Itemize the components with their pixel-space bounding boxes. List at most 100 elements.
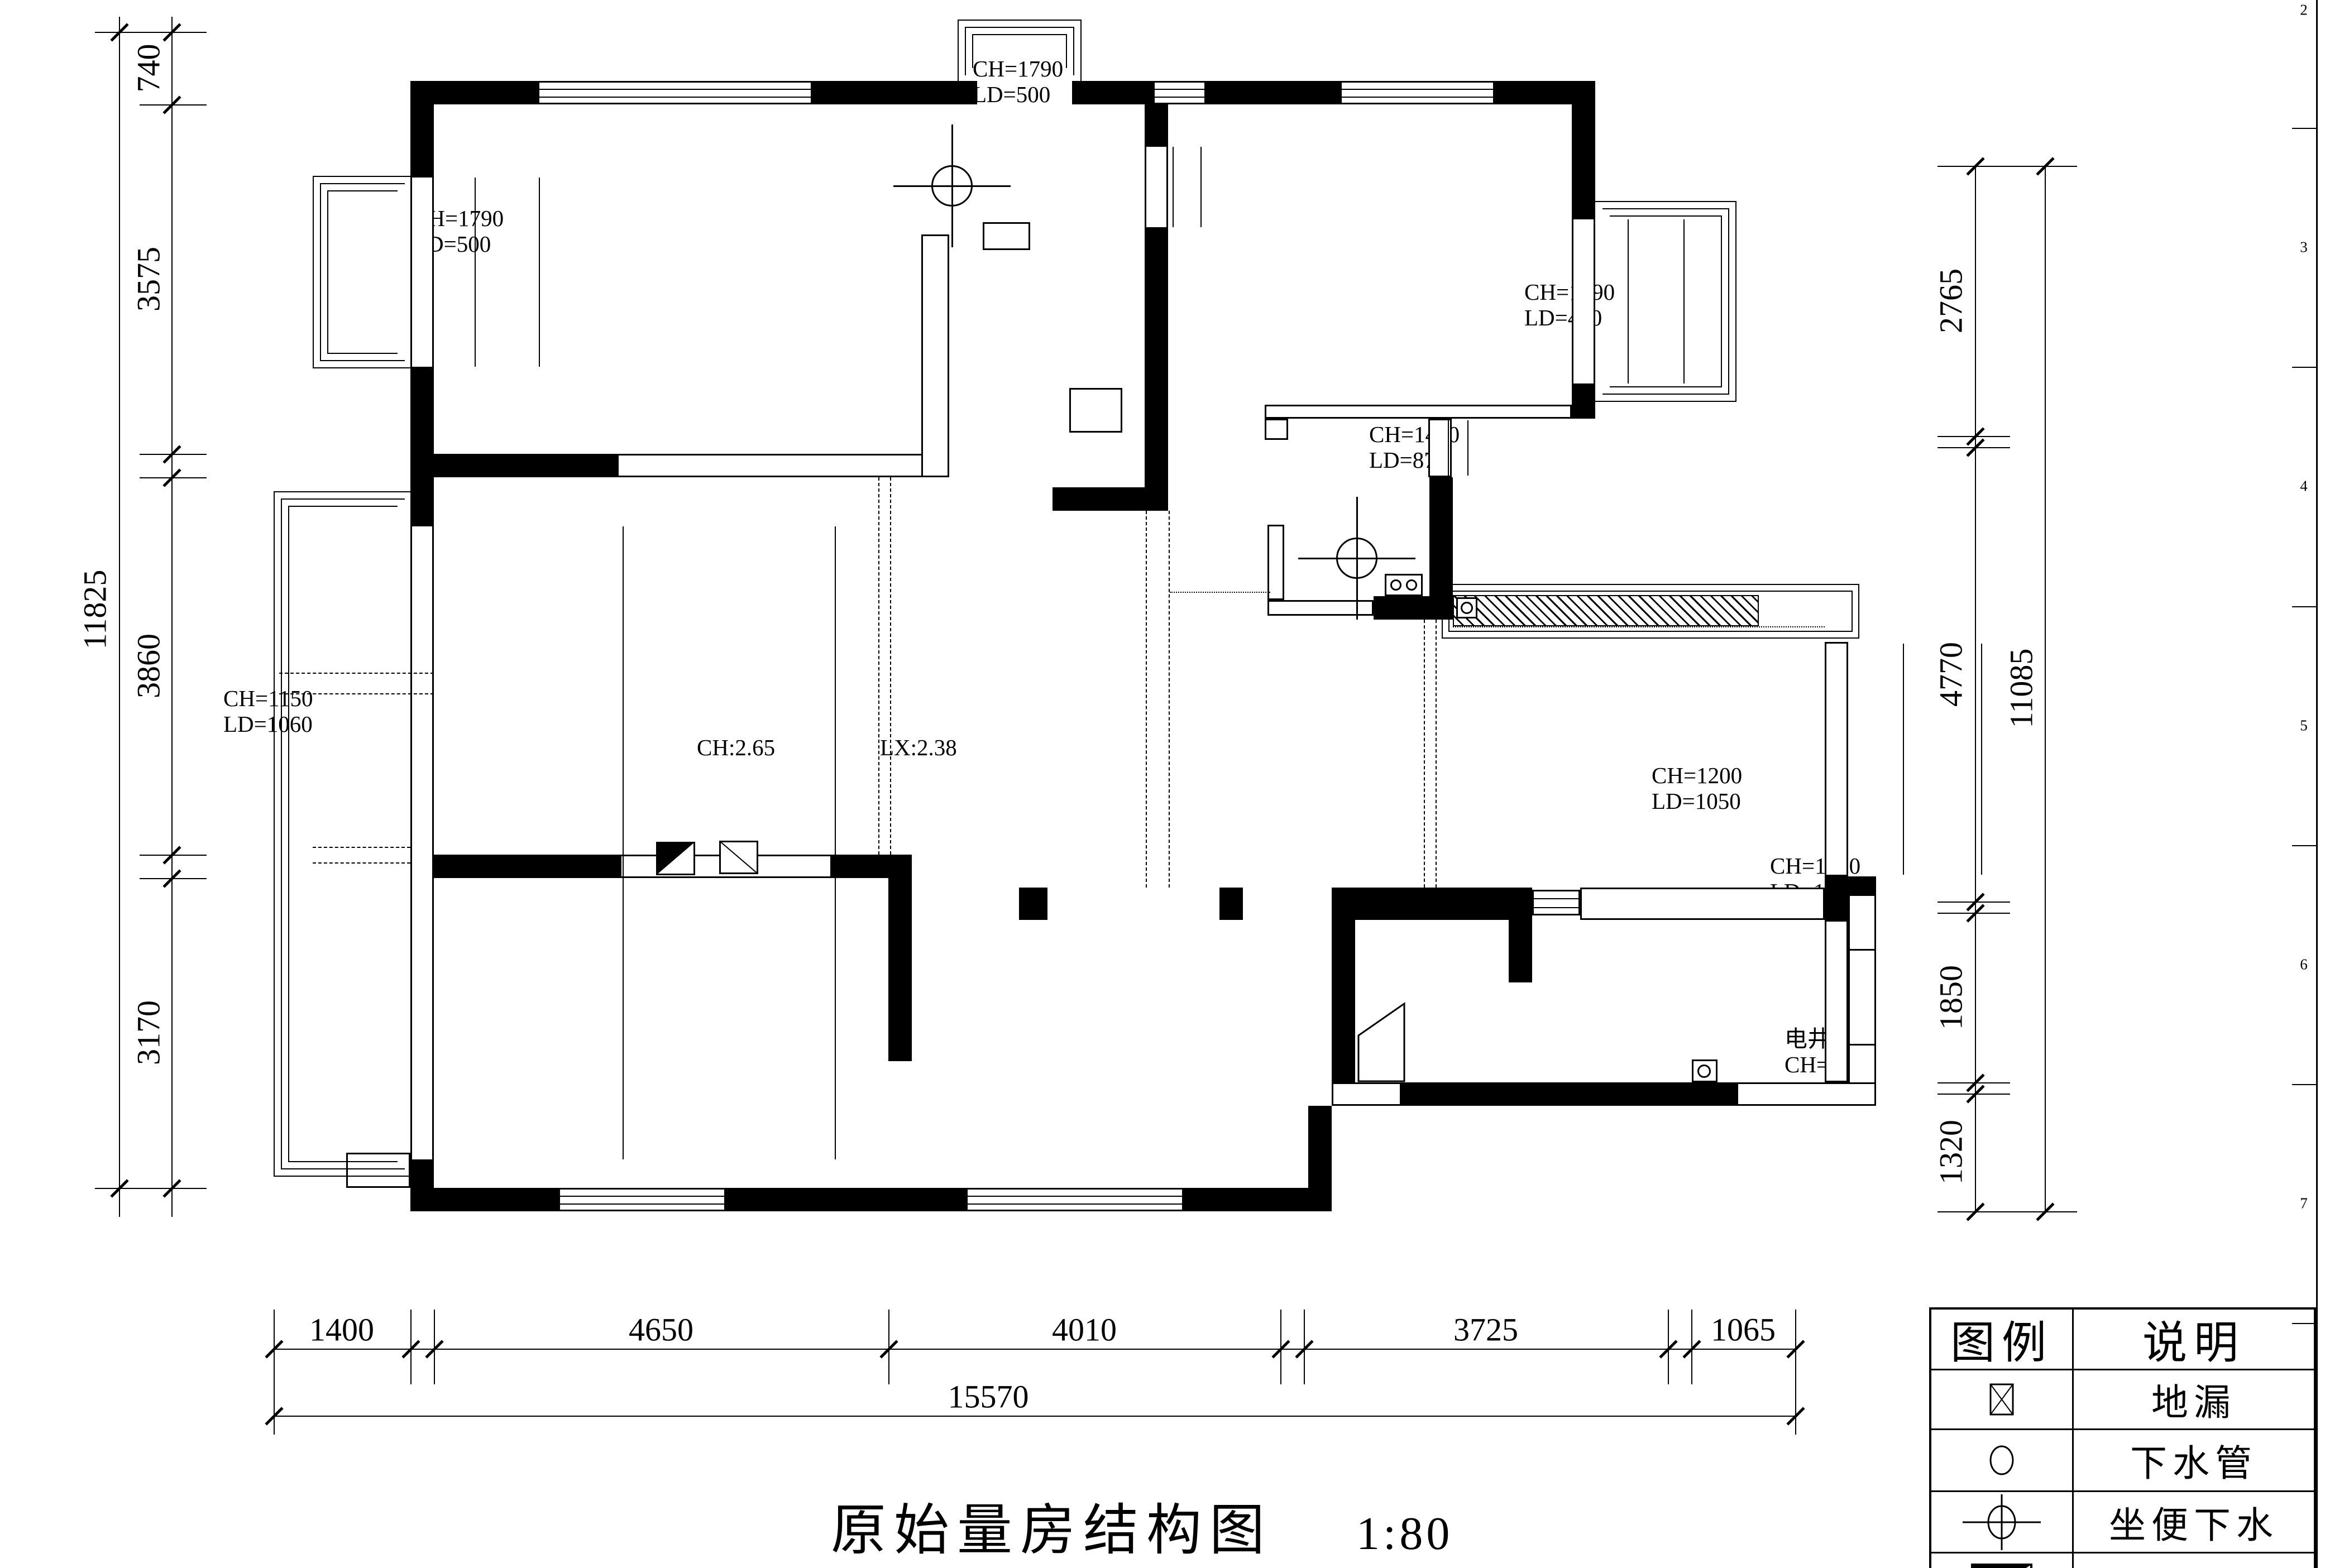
window-line [1155,89,1204,90]
dim-bottom-1400: 1400 [309,1311,374,1348]
wall-segment [434,855,620,878]
dashed-beam-line [1436,620,1437,888]
floor-drain-icon [1931,1370,2074,1428]
frame-digit: 6 [2300,956,2308,973]
window-line [623,526,624,1159]
window-line [539,89,811,90]
bay-window-top [972,34,1067,68]
dim-bottom-3725: 3725 [1453,1311,1518,1348]
window-line [1903,644,1904,875]
bay-window-left-a [320,183,405,361]
drain-pipe-icon [1931,1430,2074,1490]
wall-segment [1509,920,1532,982]
partition-wall [983,222,1030,250]
annotation-kitchen-window-1: CH=1200 LD=1050 [1652,763,1742,814]
window [1825,642,1848,876]
balcony-dotted-line [1453,626,1825,627]
legend-label: 强电箱 [2074,1553,2314,1568]
wall-segment [1572,385,1595,419]
shaft-division-line [1848,1044,1876,1046]
dashed-beam-line [878,477,879,855]
wall-segment [410,1161,434,1211]
stove-burner [1406,579,1417,591]
wall-segment [1019,888,1047,920]
window-line [1534,907,1578,908]
window-line [1155,97,1204,98]
wall-segment [1332,920,1355,1082]
partition-wall [1580,888,1825,920]
frame-digit: 4 [2300,477,2308,495]
window [966,1188,1184,1211]
window-line [1467,420,1468,476]
dim-right-1320: 1320 [1932,1120,1969,1185]
partition-wall [1848,894,1876,1106]
dim-line-left-segments [171,17,173,1217]
title-row: 原始量房结构图 1:80 [831,1485,1453,1565]
drain-pipe-symbol [1461,602,1473,614]
bay-window-left-a [327,190,398,354]
legend-label: 坐便下水 [2109,1505,2279,1546]
partition-wall [1265,405,1572,419]
dashed-beam-line [1424,620,1425,888]
wall-segment [1572,104,1595,218]
legend-row-floor-drain: 地漏 [1931,1369,2314,1428]
frame-tick [2292,1323,2316,1324]
dashed-beam-line [890,477,891,855]
window-line [560,1196,724,1197]
window-line [560,1203,724,1205]
dim-bottom-4650: 4650 [629,1311,693,1348]
bay-window-left-a [313,176,412,368]
partition-wall [1332,1082,1401,1106]
window [1572,218,1595,385]
wall-segment [1184,1188,1332,1211]
partition-wall [617,454,924,477]
dim-right-4770: 4770 [1932,642,1969,707]
dim-witness-line [1795,1384,1796,1435]
drawing-title: 原始量房结构图 [831,1500,1272,1561]
window-line [968,1203,1182,1205]
dim-bottom-4010: 4010 [1052,1311,1117,1348]
annotation-left-bay: CH=1150 LD=1060 [223,685,313,737]
window-line [1173,147,1174,227]
dashed-beam-line [1146,511,1147,888]
window [1153,81,1206,104]
wall-segment [1332,888,1532,920]
dim-left-3860: 3860 [130,634,167,698]
drawing-scale: 1:80 [1356,1508,1453,1560]
legend-label: 下水管 [2130,1444,2257,1484]
dim-right-2765: 2765 [1932,268,1969,333]
wall-segment [1206,81,1340,104]
window-line [1342,97,1493,98]
annotation-top-bay: CH=1790 LD=500 [973,56,1063,107]
window [558,1188,726,1211]
toilet-drain-icon [1931,1492,2074,1552]
bay-window-right-b [1610,215,1722,387]
legend-row-toilet-drain: 坐便下水 [1931,1490,2314,1552]
dim-bottom-1065: 1065 [1711,1311,1776,1348]
window-line [1628,219,1629,383]
partition-wall [921,234,949,477]
frame-tick [2292,128,2316,129]
weak-box-diagonal [719,841,758,874]
legend-row-drain-pipe: 下水管 [1931,1428,2314,1490]
partition-wall [1267,525,1284,600]
annotation-line: 电井 [1785,1026,1830,1052]
door-leaf [1357,1002,1405,1082]
wall-segment [434,1188,558,1211]
frame-tick [2292,606,2316,607]
annotation-line: LD=500 [973,81,1051,107]
partition-wall [1825,920,1848,1082]
bay-window-left-tall [288,506,398,1162]
window [1145,145,1168,229]
window-line [475,178,476,367]
wall-segment [1401,1082,1736,1106]
window-line [539,178,540,367]
wall-segment [1495,81,1595,104]
bay-window-left-tall [281,498,405,1169]
wall-segment [434,454,617,477]
dim-witness-line [274,1384,275,1435]
power-box-icon [1931,1553,2074,1568]
dim-left-740: 740 [130,44,167,93]
partition-wall [1267,600,1374,616]
wall-segment [1145,104,1168,145]
